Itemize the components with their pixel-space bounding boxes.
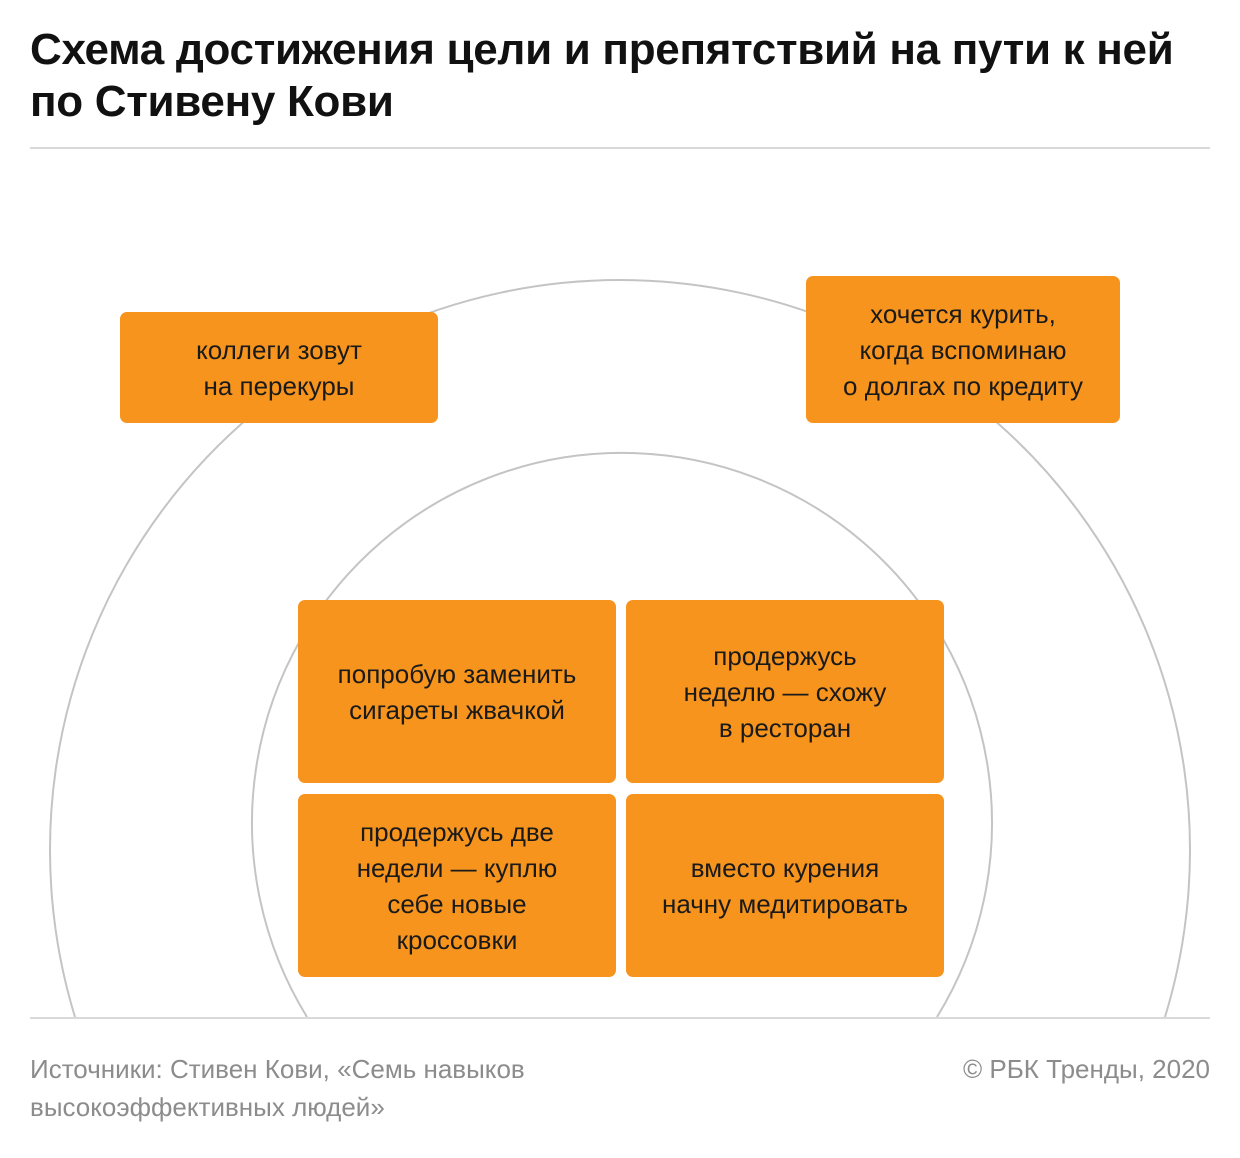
inner-top-right-box: продержусь неделю — схожу в ресторан [626, 600, 944, 783]
inner-bottom-right-box-text: вместо курения начну медитировать [661, 852, 909, 919]
copyright-note: © РБК Тренды, 2020 [963, 1054, 1210, 1084]
inner-top-right-box-text: продержусь неделю — схожу в ресторан [683, 640, 887, 743]
inner-bottom-right-box: вместо курения начну медитировать [626, 794, 944, 977]
top-divider [30, 147, 1210, 149]
outer-left-box: коллеги зовут на перекуры [120, 312, 438, 423]
inner-top-left-box: попробую заменить сигареты жвачкой [298, 600, 616, 783]
outer-left-box-text: коллеги зовут на перекуры [196, 334, 362, 401]
page-title: Схема достижения цели и препятствий на п… [30, 25, 1174, 126]
inner-bottom-left-box-text: продержусь две недели — куплю себе новые… [356, 816, 558, 955]
outer-right-box: хочется курить, когда вспоминаю о долгах… [806, 276, 1120, 423]
bottom-divider [30, 1017, 1210, 1019]
inner-circle-arc [251, 451, 993, 1018]
source-note: Источники: Стивен Кови, «Семь навыков вы… [30, 1054, 525, 1122]
outer-right-box-text: хочется курить, когда вспоминаю о долгах… [843, 298, 1083, 401]
outer-circle-arc [49, 279, 1191, 1018]
inner-top-left-box-text: попробую заменить сигареты жвачкой [337, 658, 577, 725]
inner-bottom-left-box: продержусь две недели — куплю себе новые… [298, 794, 616, 977]
